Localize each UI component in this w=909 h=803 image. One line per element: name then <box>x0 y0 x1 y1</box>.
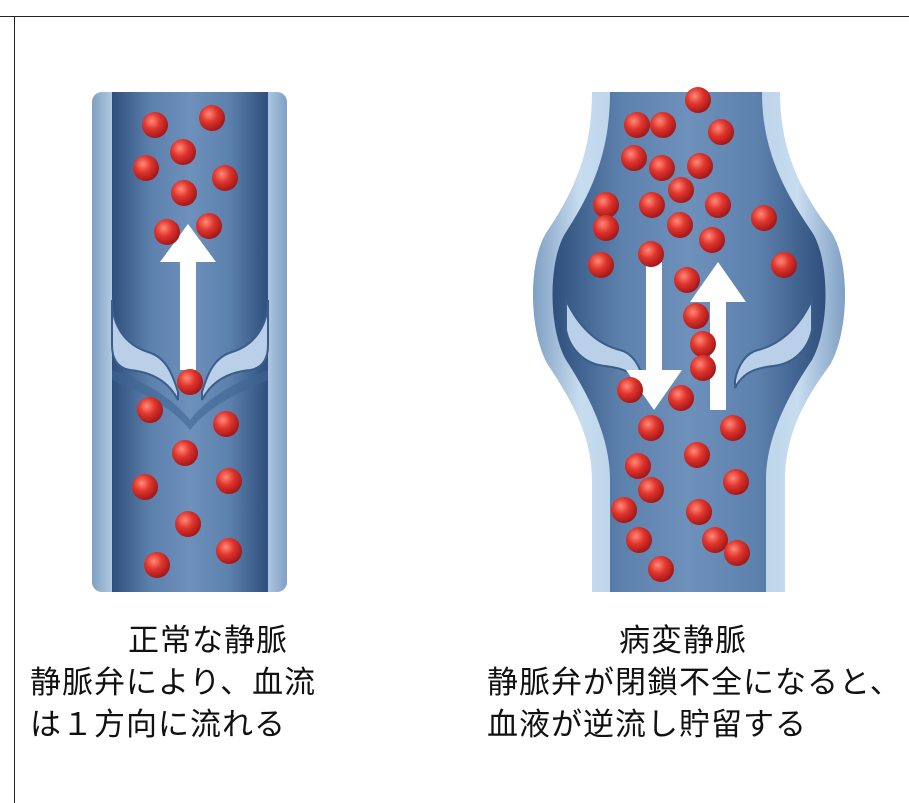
blood-cell <box>668 385 694 411</box>
blood-cell <box>611 497 637 523</box>
blood-cell <box>667 212 693 238</box>
blood-cell <box>132 474 158 500</box>
blood-cell <box>177 369 203 395</box>
diseased-vein-title: 病変静脈 <box>619 620 747 662</box>
blood-cell <box>137 397 163 423</box>
blood-cell <box>196 213 222 239</box>
blood-cell <box>638 415 664 441</box>
blood-cell <box>705 192 731 218</box>
blood-cell <box>685 87 711 113</box>
blood-cell <box>638 477 664 503</box>
normal-vein-caption-line1: 静脈弁により、血流 <box>30 662 316 704</box>
blood-cell <box>213 411 239 437</box>
blood-cell <box>720 415 746 441</box>
blood-cell <box>175 511 201 537</box>
blood-cell <box>154 219 180 245</box>
blood-cell <box>172 440 198 466</box>
blood-cell <box>212 165 238 191</box>
blood-cell <box>638 241 664 267</box>
diseased-vein <box>533 87 845 592</box>
blood-cell <box>771 252 797 278</box>
blood-cell <box>690 331 716 357</box>
blood-cell <box>668 177 694 203</box>
blood-cell <box>625 453 651 479</box>
blood-cell <box>588 252 614 278</box>
blood-cell <box>683 303 709 329</box>
blood-cell <box>133 155 159 181</box>
blood-cell <box>690 355 716 381</box>
blood-cell <box>216 538 242 564</box>
blood-cell <box>650 112 676 138</box>
blood-cell <box>724 540 750 566</box>
blood-cell <box>708 119 734 145</box>
blood-cell <box>171 180 197 206</box>
blood-cell <box>593 215 619 241</box>
blood-cell <box>686 499 712 525</box>
blood-cell <box>142 112 168 138</box>
blood-cell <box>648 556 674 582</box>
normal-vein <box>92 92 287 592</box>
blood-cell <box>199 105 225 131</box>
blood-cell <box>699 227 725 253</box>
normal-vein-title: 正常な静脈 <box>128 620 288 662</box>
blood-cell <box>626 527 652 553</box>
diseased-vein-caption-line2: 血液が逆流し貯留する <box>487 704 807 746</box>
blood-cell <box>702 527 728 553</box>
blood-cell <box>621 145 647 171</box>
blood-cell <box>751 205 777 231</box>
blood-cell <box>624 112 650 138</box>
blood-cell <box>687 153 713 179</box>
blood-cell <box>674 267 700 293</box>
blood-cell <box>649 155 675 181</box>
blood-cell <box>723 469 749 495</box>
blood-cell <box>144 552 170 578</box>
diseased-vein-caption-line1: 静脈弁が閉鎖不全になると、 <box>487 662 902 704</box>
blood-cell <box>639 192 665 218</box>
normal-vein-caption-line2: は１方向に流れる <box>30 704 286 746</box>
blood-cell <box>617 377 643 403</box>
blood-cell <box>216 468 242 494</box>
blood-cell <box>684 442 710 468</box>
blood-cell <box>593 192 619 218</box>
blood-cell <box>170 139 196 165</box>
